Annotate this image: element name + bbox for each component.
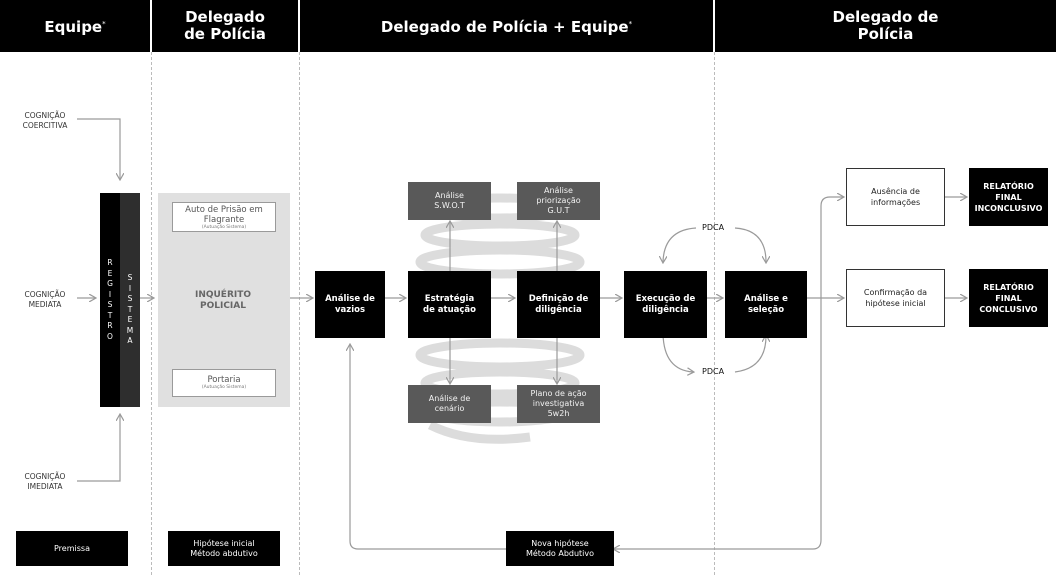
swot-box: Análise S.W.O.T [408,182,491,220]
relatorio-conclusivo-box: RELATÓRIO FINAL CONCLUSIVO [969,269,1048,327]
column-divider [151,52,152,575]
arrow-imediata [77,415,120,482]
arrow-loop-back [350,345,506,550]
execucao-box: Execução de diligência [624,271,707,338]
auto-prisao-sub: (Autuação Sistema) [201,225,247,230]
arrow-pdca-top-right [734,227,766,262]
portaria-box: Portaria (Autuação Sistema) [172,369,276,397]
column-divider [714,52,715,575]
header-equipe-text: Equipe* [44,18,106,36]
arrow-pdca-bottom-left [662,333,693,372]
cognicao-imediata-label: COGNIÇÃO IMEDIATA [24,472,66,491]
analise-vazios-box: Análise de vazios [315,271,385,338]
ausencia-box: Ausência de informações [846,168,945,226]
premissa-box: Premissa [16,531,128,566]
confirmacao-box: Confirmação da hipótese inicial [846,269,945,327]
pdca-top-label: PDCA [702,223,725,232]
relatorio-inconclusivo-box: RELATÓRIO FINAL INCONCLUSIVO [969,168,1048,226]
estrategia-box: Estratégia de atuação [408,271,491,338]
arrow-to-ausencia [820,197,843,283]
header-delegado-equipe: Delegado de Polícia + Equipe* [300,0,713,52]
portaria-title: Portaria [207,375,241,385]
header-delegado-2: Delegado de Polícia [715,0,1056,52]
hipotese-inicial-box: Hipótese inicial Método abdutivo [168,531,280,566]
auto-prisao-box: Auto de Prisão em Flagrante (Autuação Si… [172,202,276,232]
cenario-box: Análise de cenário [408,385,491,423]
header-middle-text: Delegado de Polícia + Equipe* [380,18,633,36]
analise-selecao-box: Análise e seleção [725,271,807,338]
cognicao-coercitiva-label: COGNIÇÃO COERCITIVA [22,111,68,130]
pdca-bottom-label: PDCA [702,367,725,376]
arrow-coercitiva [77,118,120,179]
inquerito-title: INQUÉRITO POLICIAL [194,290,252,311]
auto-prisao-title: Auto de Prisão em Flagrante [185,205,263,225]
plano-box: Plano de ação investigativa 5w2h [517,385,600,423]
arrow-pdca-bottom-right [734,336,766,373]
header-delegado-1: Delegado de Polícia [152,0,298,52]
cognicao-mediata-label: COGNIÇÃO MEDIATA [24,290,66,309]
portaria-sub: (Autuação Sistema) [201,385,247,390]
gut-box: Análise priorização G.U.T [517,182,600,220]
header-equipe: Equipe* [0,0,150,52]
nova-hipotese-box: Nova hipótese Método Abdutivo [506,531,614,566]
arrow-to-nova-hipotese [614,283,822,549]
column-divider [299,52,300,575]
header-delegado-2-text: Delegado de Polícia [832,8,939,43]
definicao-box: Definição de diligência [517,271,600,338]
arrow-pdca-top-left [663,227,697,262]
header-delegado-1-text: Delegado de Polícia [184,8,266,43]
